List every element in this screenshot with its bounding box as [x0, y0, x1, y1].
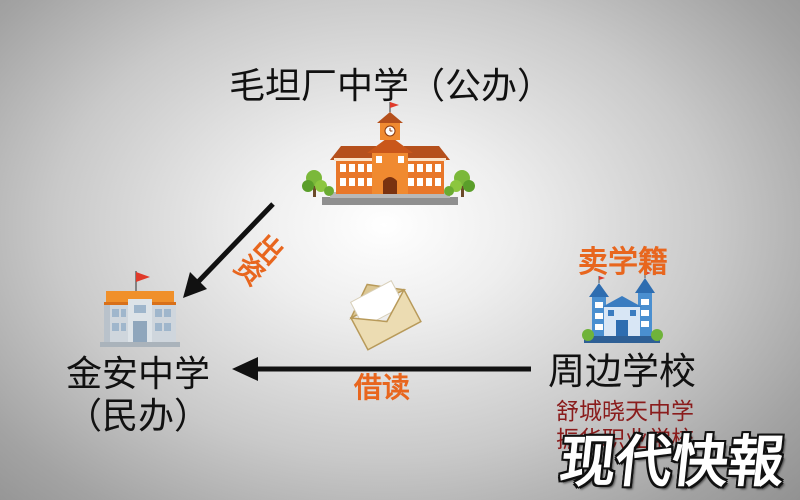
envelope-icon	[349, 280, 422, 351]
clock-tower-school-icon	[302, 102, 475, 205]
nearby-school-item: 舒城晓天中学	[556, 399, 694, 425]
arrow-down-left-icon	[183, 202, 275, 298]
watermark-logo: 现代快報	[556, 429, 788, 495]
transfer-label: 借读	[354, 371, 411, 404]
main-school-title: 毛坦厂中学（公办）	[228, 66, 553, 107]
nearby-school-item: 振华职业学校	[556, 427, 694, 453]
left-school-name: 金安中学	[66, 354, 211, 395]
arrow-left-icon	[232, 357, 531, 381]
nearby-schools-name: 周边学校	[548, 350, 696, 393]
left-school-type: （民办）	[66, 396, 211, 437]
sell-enrollment-tag: 卖学籍	[578, 245, 668, 280]
blue-school-icon	[582, 271, 663, 343]
flag-school-icon	[100, 271, 180, 347]
